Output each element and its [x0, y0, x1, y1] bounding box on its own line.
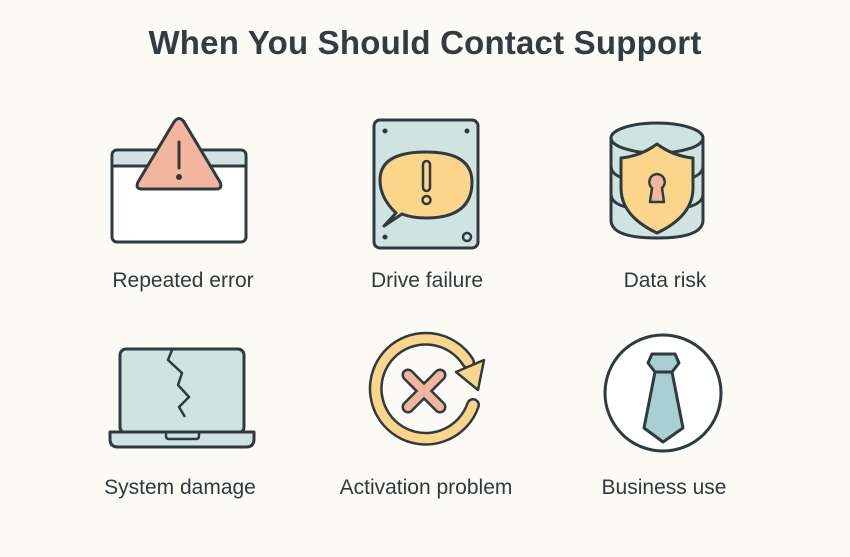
hard-drive-alert-icon — [372, 118, 480, 250]
item-label-drive-failure: Drive failure — [370, 269, 484, 292]
database-shield-lock-icon — [609, 121, 705, 240]
browser-window-warning-icon — [110, 117, 248, 244]
item-label-repeated-error: Repeated error — [112, 269, 254, 292]
refresh-x-icon — [368, 331, 486, 446]
necktie-icon — [603, 333, 723, 453]
cracked-laptop-icon — [108, 347, 256, 449]
item-label-system-damage: System damage — [104, 476, 256, 499]
item-label-data-risk: Data risk — [623, 269, 707, 292]
page-title: When You Should Contact Support — [148, 24, 702, 61]
item-label-business-use: Business use — [601, 476, 727, 499]
item-label-activation-problem: Activation problem — [339, 476, 513, 499]
